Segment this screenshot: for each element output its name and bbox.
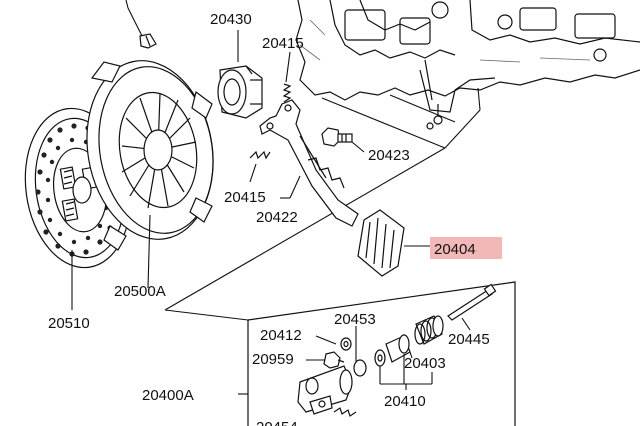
piston-boot xyxy=(374,315,444,367)
label-bleeder[interactable]: 20412 xyxy=(260,327,302,344)
spring-clip-left xyxy=(249,150,271,183)
bleeder-screw xyxy=(315,335,352,351)
fulcrum-bolt xyxy=(321,127,365,153)
dust-plug-part xyxy=(125,0,157,49)
label-clutch-disc[interactable]: 20510 xyxy=(48,315,90,332)
cap-part xyxy=(353,326,367,377)
label-spring-clip-top[interactable]: 20415 xyxy=(262,35,304,52)
label-spring-clip-left[interactable]: 20415 xyxy=(224,189,266,206)
label-cap[interactable]: 20453 xyxy=(334,311,376,328)
transmission-housing xyxy=(295,0,640,130)
label-boot[interactable]: 20404 xyxy=(434,241,476,258)
label-union-bolt[interactable]: 20959 xyxy=(252,351,294,368)
label-piston-kit[interactable]: 20410 xyxy=(384,393,426,410)
boundary-lines xyxy=(164,87,481,311)
label-fulcrum-bolt[interactable]: 20423 xyxy=(368,147,410,164)
release-fork xyxy=(259,99,359,227)
label-spring-bottom[interactable]: 20454 xyxy=(256,419,298,426)
release-fork-boot xyxy=(357,209,430,277)
push-rod xyxy=(447,283,497,331)
piston-kit-bracket xyxy=(379,354,433,390)
label-piston-boot[interactable]: 20403 xyxy=(404,355,446,372)
slave-cylinder-body xyxy=(297,365,353,415)
slave-cylinder-inset xyxy=(164,281,516,426)
pressure-plate xyxy=(86,60,214,289)
label-push-rod[interactable]: 20445 xyxy=(448,331,490,348)
label-release-fork[interactable]: 20422 xyxy=(256,209,298,226)
label-pressure-plate[interactable]: 20500A xyxy=(114,283,166,300)
spring-bottom xyxy=(333,407,357,417)
release-bearing xyxy=(217,30,263,119)
label-release-bearing[interactable]: 20430 xyxy=(210,11,252,28)
label-slave-cylinder[interactable]: 20400A xyxy=(142,387,194,404)
part-highlight xyxy=(430,237,502,259)
union-bolt xyxy=(306,351,345,369)
spring-clip-top xyxy=(282,51,292,103)
